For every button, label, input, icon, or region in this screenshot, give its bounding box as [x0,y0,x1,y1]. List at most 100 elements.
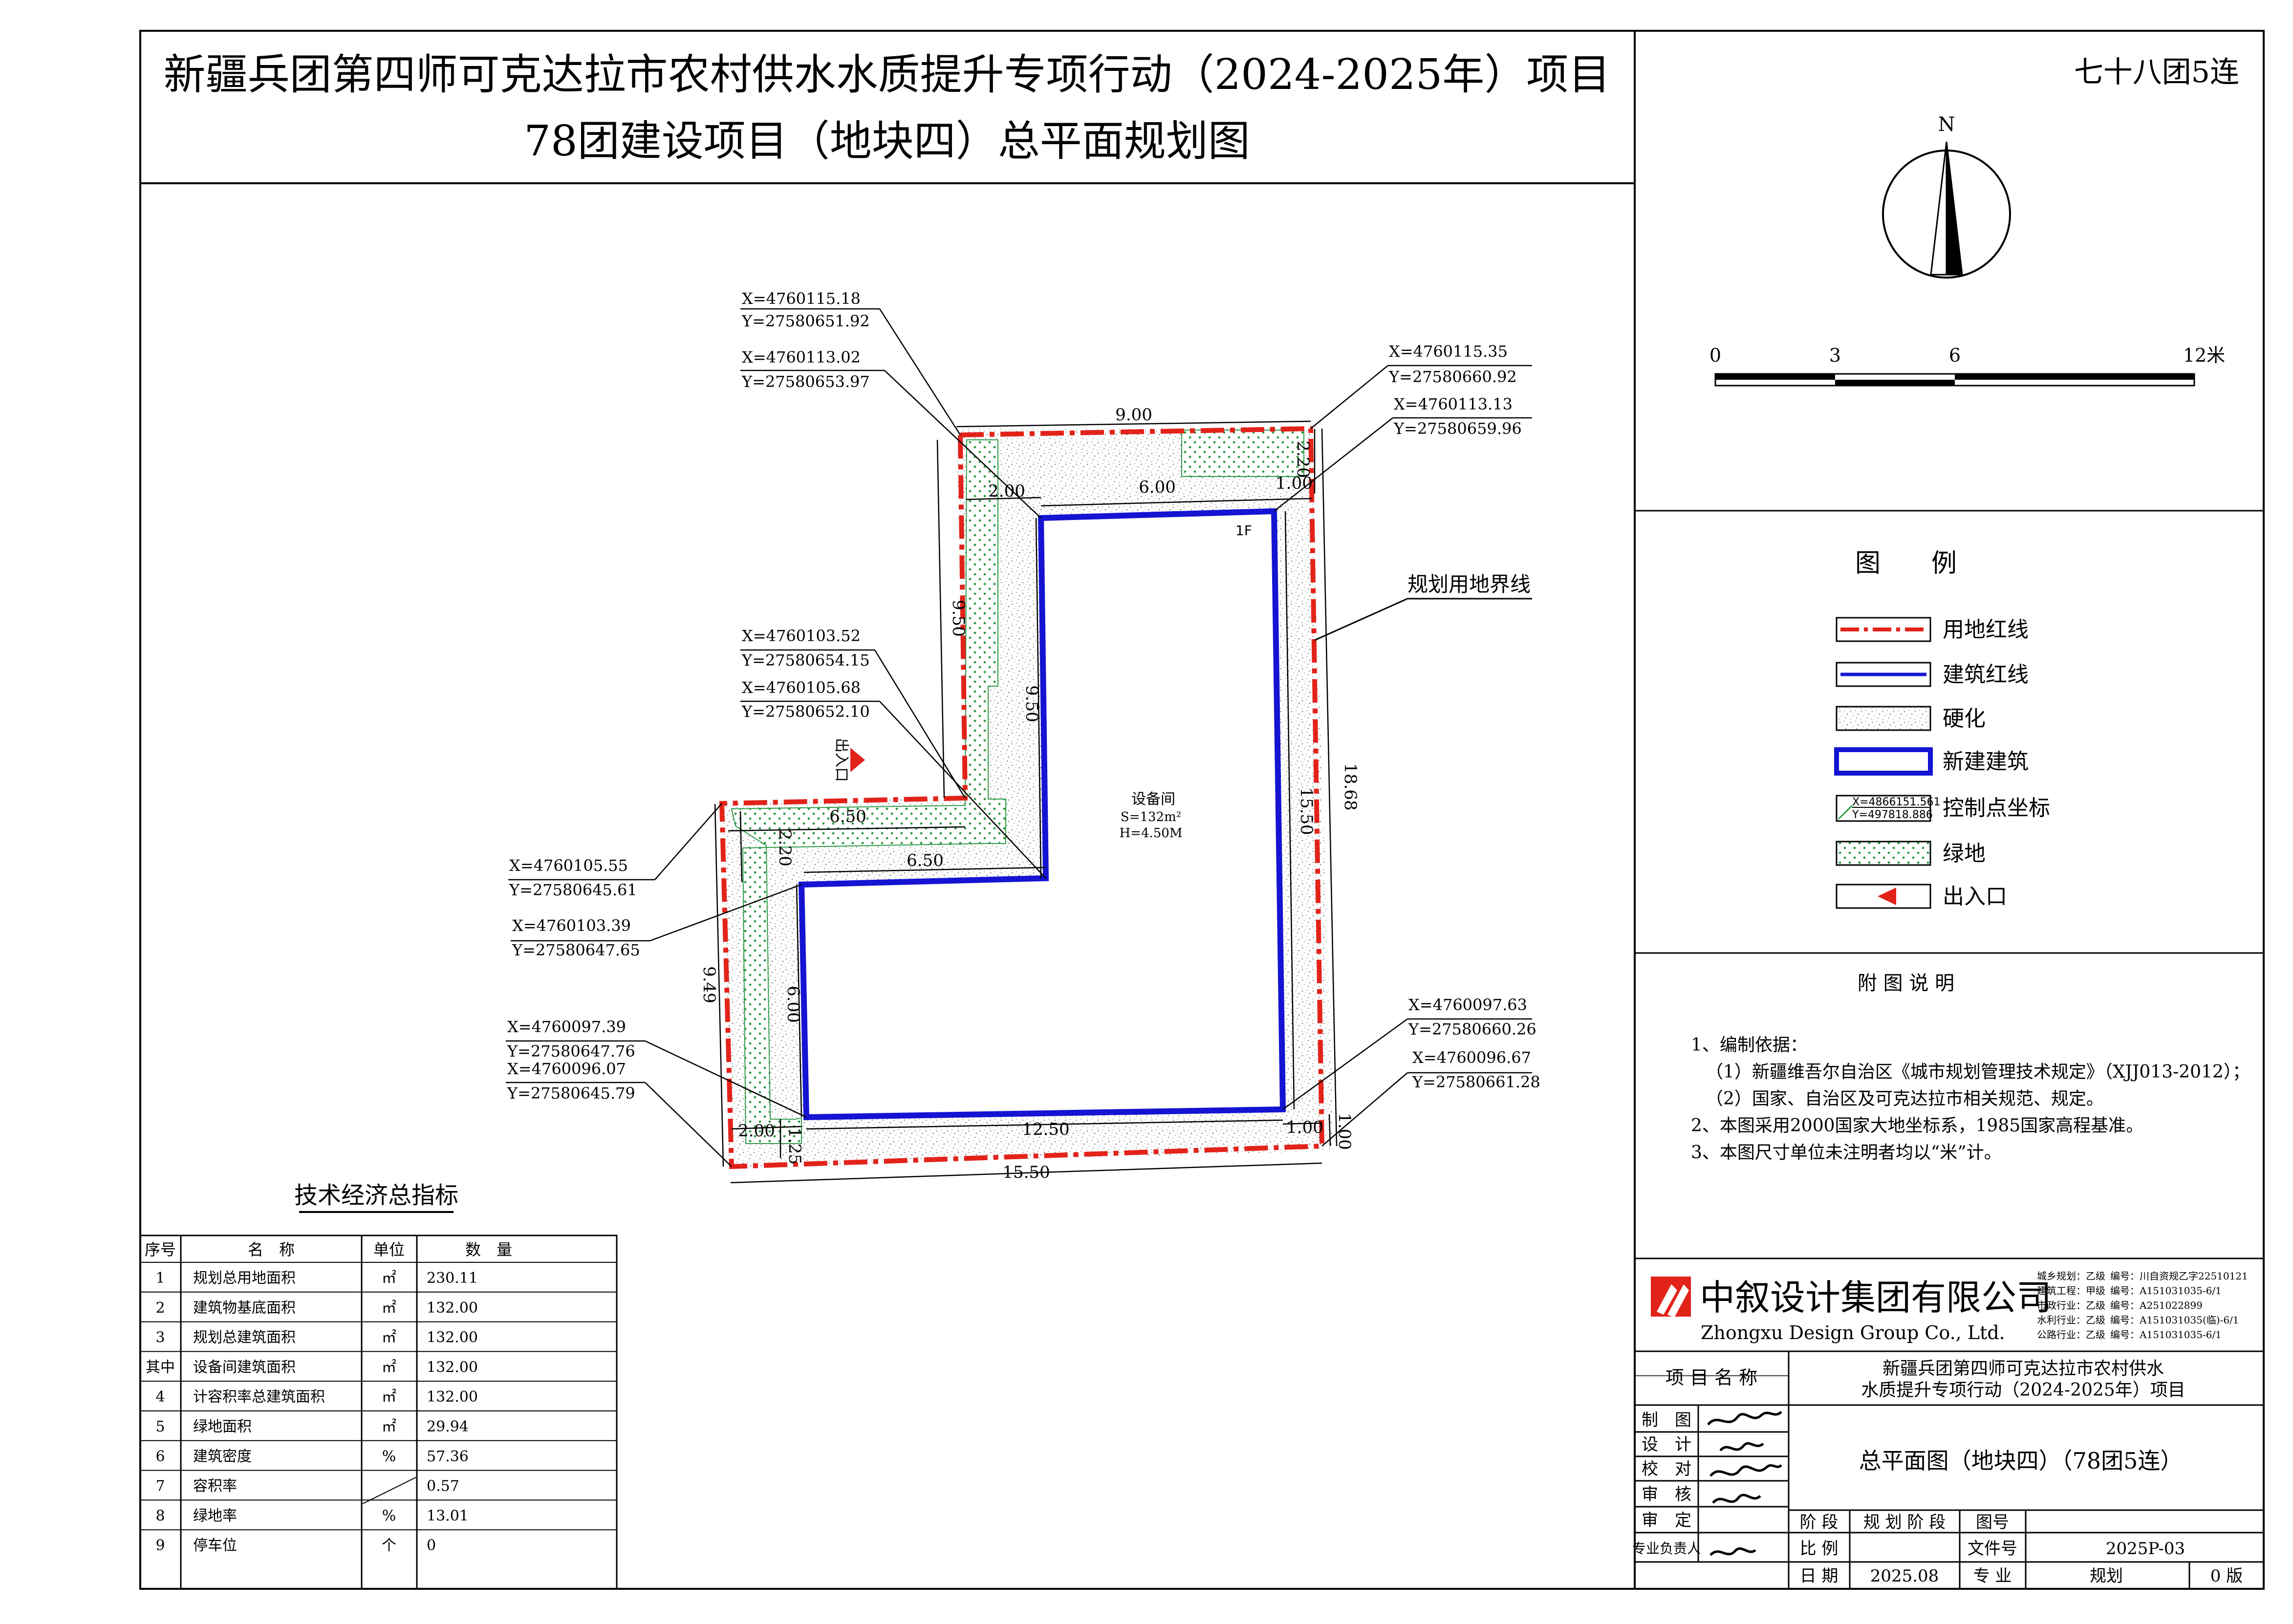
svg-text:设 计: 设 计 [1642,1435,1691,1454]
north-arrow-icon: N [1882,113,2011,279]
note-line: 2、本图采用2000国家大地坐标系，1985国家高程基准。 [1691,1116,2143,1136]
svg-text:X=4760103.52: X=4760103.52 [742,627,861,645]
role-labels: 制 图 设 计 校 对 审 核 审 定 专业负责人 [1632,1410,1701,1557]
indicators-cell-no: 1 [155,1270,165,1287]
legend-heading: 图 例 [1855,549,1957,578]
indicators-header-cell: 名 称 [248,1240,295,1259]
svg-text:X=4760105.68: X=4760105.68 [742,678,861,697]
svg-text:水利行业：乙级: 水利行业：乙级 [2037,1314,2105,1326]
company-logo-icon [1651,1277,1691,1318]
notes-heading: 附 图 说 明 [1858,972,1954,995]
indicators-cell-name: 建筑密度 [193,1448,252,1465]
corner-label: 七十八团5连 [2074,55,2239,89]
svg-text:6.00: 6.00 [783,986,803,1023]
svg-text:市政行业：乙级: 市政行业：乙级 [2037,1299,2105,1311]
indicators-cell-value: 0 [427,1537,436,1554]
legend-item-control-point: X=4866151.561 Y=497818.886 控制点坐标 [1836,795,2050,822]
indicators-cell-no: 6 [155,1448,165,1465]
svg-text:建筑工程：甲级: 建筑工程：甲级 [2037,1285,2105,1297]
scale-tick-0: 0 [1709,345,1721,366]
svg-text:编号：A151031035-6/1: 编号：A151031035-6/1 [2110,1329,2222,1341]
notes: 附 图 说 明 1、编制依据： （1）新疆维吾尔自治区《城市规划管理技术规定》（… [1691,972,2250,1163]
indicators-header-cell: 单位 [373,1240,405,1259]
drawing-name: 总平面图（地块四）（78团5连） [1859,1448,2183,1474]
svg-text:6.00: 6.00 [1139,477,1176,497]
entrance-icon [1878,888,1896,905]
indicators-cell-value: 132.00 [427,1299,478,1317]
svg-text:Y=27580645.61: Y=27580645.61 [509,881,637,899]
note-line: （1）新疆维吾尔自治区《城市规划管理技术规定》（XJJ013-2012）； [1706,1062,2250,1082]
boundary-label: 规划用地界线 [1407,572,1531,596]
scale-tick-6: 6 [1949,345,1961,366]
svg-text:X=4760115.35: X=4760115.35 [1389,342,1508,361]
svg-text:Y=27580653.97: Y=27580653.97 [741,372,870,391]
indicators-header-cell: 数 量 [465,1240,512,1259]
title-line-2: 78团建设项目（地块四）总平面规划图 [524,117,1250,166]
file-label: 文件号 [1968,1539,2017,1559]
note-line: 1、编制依据： [1691,1035,1808,1055]
coordinate-labels: X=4760115.18Y=27580651.92 X=4760113.02Y=… [507,289,1540,1103]
indicators-cell-value: 57.36 [427,1448,469,1465]
date-value: 2025.08 [1870,1566,1939,1586]
svg-text:2.20: 2.20 [775,829,795,866]
indicators-cell-name: 计容积率总建筑面积 [193,1388,325,1406]
svg-text:2.20: 2.20 [1293,441,1313,478]
svg-text:1.00: 1.00 [1286,1118,1323,1137]
svg-text:6.50: 6.50 [907,851,944,870]
stage-label: 阶 段 [1800,1513,1839,1532]
project-name-line-1: 新疆兵团第四师可克达拉市农村供水 [1882,1359,2164,1379]
floor-label: 1F [1235,522,1252,539]
discipline-label: 专 业 [1973,1566,2012,1586]
svg-text:审 核: 审 核 [1642,1485,1691,1504]
indicators-cell-name: 停车位 [193,1537,237,1554]
title-block: 中叙设计集团有限公司 Zhongxu Design Group Co., Ltd… [1632,1257,2265,1590]
svg-text:X=4760103.39: X=4760103.39 [512,916,631,935]
indicators-cell-value: 132.00 [427,1388,478,1406]
scale-tick-3: 3 [1829,345,1841,366]
indicators-cell-unit: % [382,1507,396,1524]
title-line-1: 新疆兵团第四师可克达拉市农村供水水质提升专项行动（2024-2025年）项目 [164,50,1611,99]
svg-text:X=4760097.63: X=4760097.63 [1408,996,1527,1014]
svg-text:X=4760113.13: X=4760113.13 [1394,395,1513,413]
svg-text:审 定: 审 定 [1642,1511,1691,1530]
legend-label: 出入口 [1943,884,2007,909]
indicators-cell-value: 132.00 [427,1359,478,1376]
project-name-line-2: 水质提升专项行动（2024-2025年）项目 [1861,1380,2185,1400]
indicators-cell-unit: 个 [382,1537,396,1554]
svg-text:Y=27580647.76: Y=27580647.76 [507,1042,635,1061]
indicators-cell-no: 7 [155,1478,165,1495]
svg-text:Y=27580660.26: Y=27580660.26 [1408,1020,1536,1039]
svg-text:12.50: 12.50 [1022,1120,1069,1139]
svg-text:9.50: 9.50 [1022,685,1041,722]
legend-item-new-building: 新建建筑 [1834,747,2029,776]
indicators-cell-unit: ㎡ [382,1270,396,1287]
svg-text:X=4760115.18: X=4760115.18 [742,289,861,308]
indicators-cell-value: 13.01 [427,1507,469,1524]
scale-label: 比 例 [1800,1539,1839,1559]
green-area-top-right [1181,430,1304,477]
indicators-cell-unit: ㎡ [382,1329,396,1346]
legend-sample-x: X=4866151.561 [1852,796,1940,808]
discipline-value: 规划 [2090,1566,2123,1586]
svg-text:X=4760096.67: X=4760096.67 [1412,1048,1531,1067]
svg-text:18.68: 18.68 [1341,763,1360,810]
svg-text:X=4760097.39: X=4760097.39 [507,1018,626,1036]
svg-text:9.00: 9.00 [1115,405,1152,425]
svg-text:Y=27580660.92: Y=27580660.92 [1388,368,1517,386]
svg-text:Y=27580647.65: Y=27580647.65 [512,941,640,959]
indicators-cell-unit: % [382,1448,396,1465]
indicators-cell-no: 8 [155,1507,165,1524]
indicators-cell-value: 230.11 [427,1270,478,1287]
indicators-cell-value: 132.00 [427,1329,478,1346]
svg-text:X=4760096.07: X=4760096.07 [507,1060,626,1078]
ratio-unit-slash [362,1477,416,1504]
coordinate-leaders [506,308,1532,1167]
svg-text:校 对: 校 对 [1642,1459,1691,1479]
svg-text:1.25: 1.25 [785,1127,804,1165]
svg-text:Y=27580654.15: Y=27580654.15 [741,651,870,670]
legend-label: 硬化 [1943,706,1986,731]
svg-text:城乡规划：乙级: 城乡规划：乙级 [2037,1270,2105,1282]
north-label: N [1938,113,1955,136]
